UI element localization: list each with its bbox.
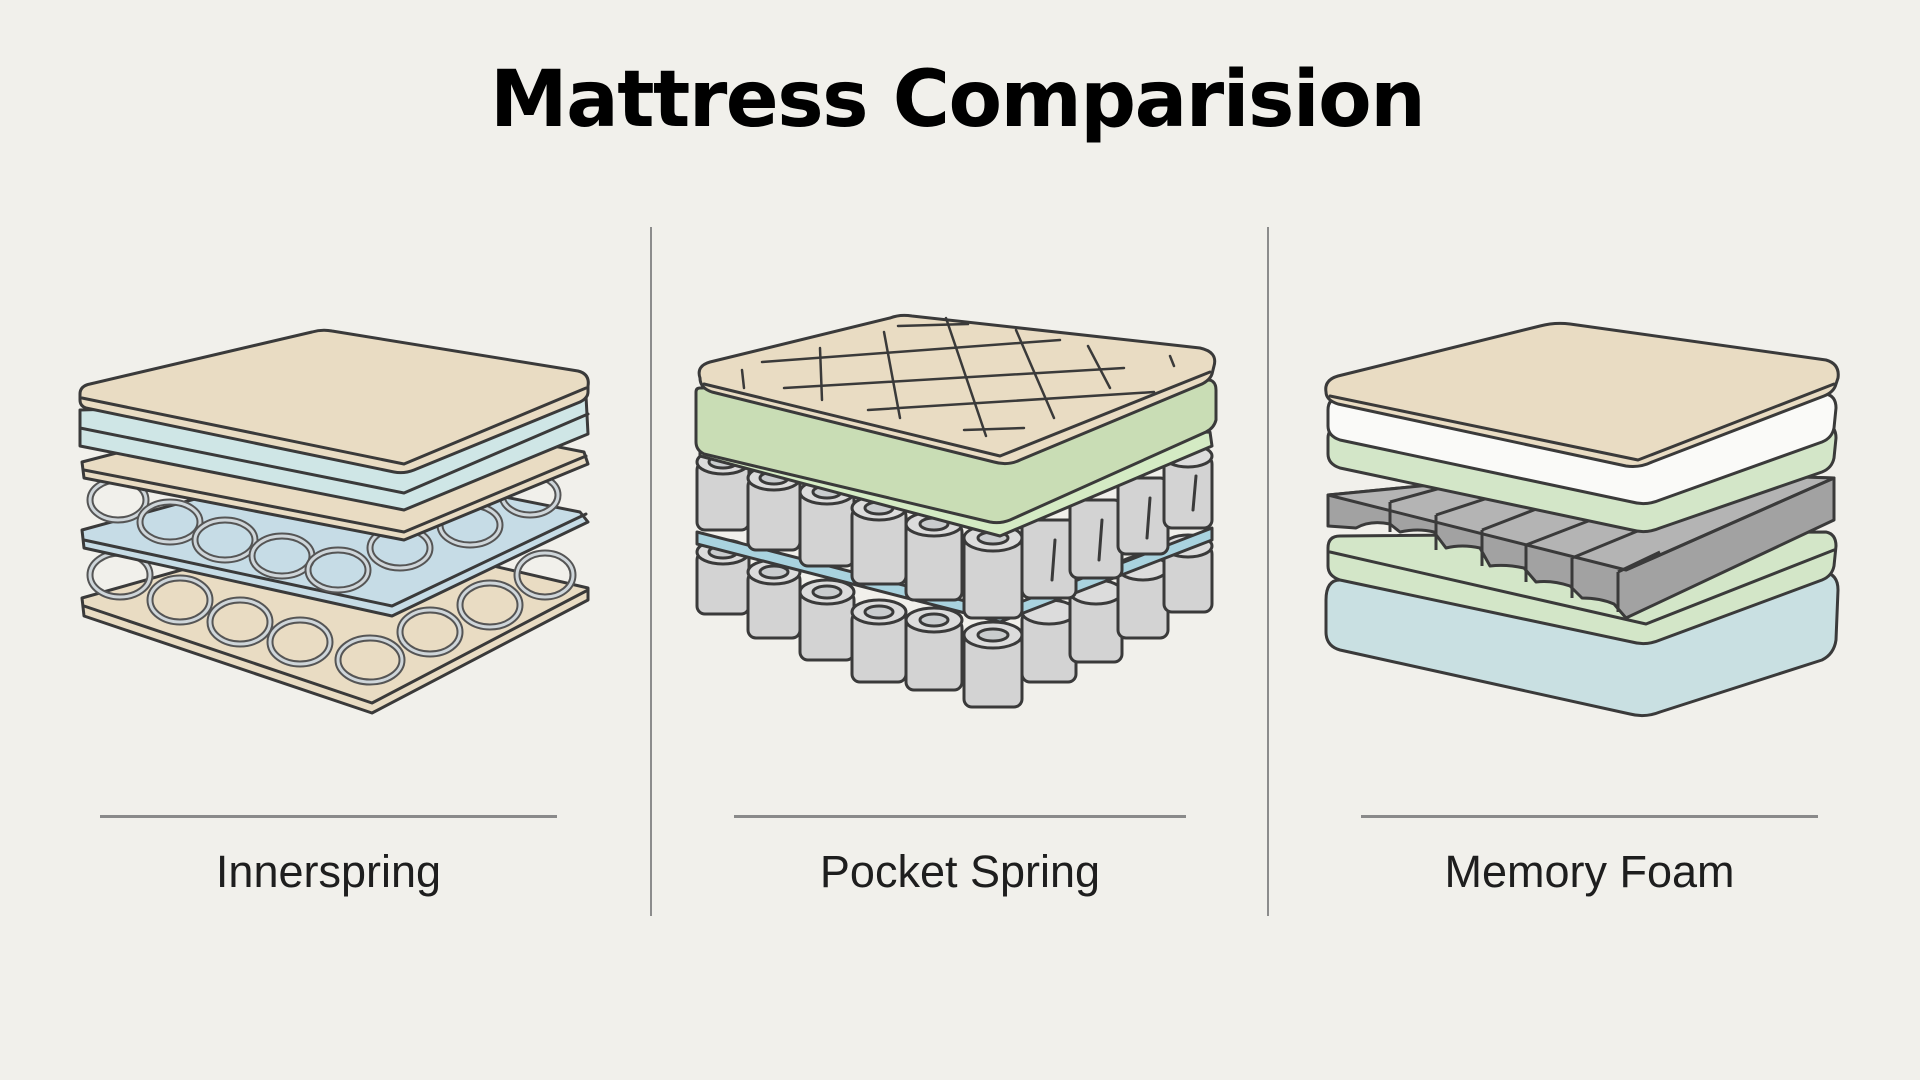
memory-foam-mattress-illustration — [1324, 321, 1840, 718]
page-title: Mattress Comparision — [490, 55, 1426, 145]
memory-foam-label: Memory Foam — [1444, 846, 1735, 897]
foam-zone-cuts — [1388, 476, 1835, 612]
innerspring-mattress-illustration — [78, 328, 590, 715]
quilting-pattern — [740, 316, 1176, 438]
pocket-spring-underline — [734, 815, 1186, 818]
innerspring-label: Innerspring — [215, 846, 442, 897]
lower-coil-row — [86, 549, 577, 686]
innerspring-underline — [100, 815, 557, 818]
column-divider-1 — [650, 227, 652, 916]
memory-foam-underline — [1361, 815, 1818, 818]
column-divider-2 — [1267, 227, 1269, 916]
pocket-spring-mattress-illustration — [694, 313, 1218, 709]
pocket-spring-label: Pocket Spring — [819, 846, 1101, 897]
